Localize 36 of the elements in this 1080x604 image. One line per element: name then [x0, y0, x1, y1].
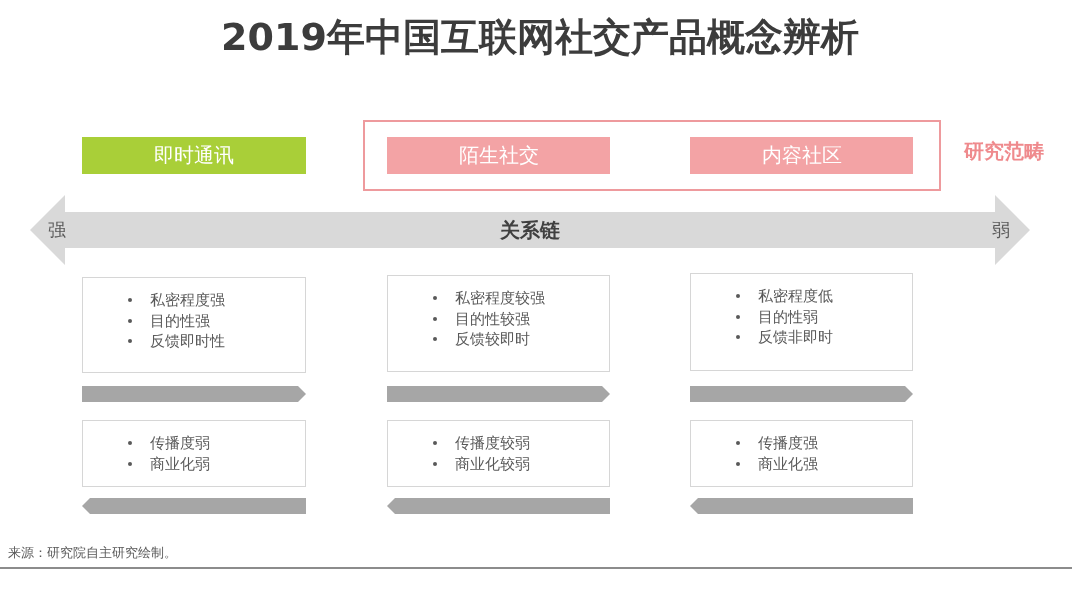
band-label: 强 [48, 218, 66, 242]
bullet-text: 商业化较弱 [455, 453, 530, 474]
bullet-text: 目的性弱 [758, 306, 818, 327]
bullet-text: 私密程度较强 [455, 288, 545, 309]
bullet-text: 私密程度低 [758, 286, 833, 307]
feature-card [690, 420, 913, 487]
category-header: 陌生社交 [387, 137, 610, 174]
bullet-text: 私密程度强 [150, 290, 225, 311]
source-note: 来源：研究院自主研究绘制。 [8, 544, 177, 562]
pointed-bar [82, 498, 306, 514]
bullet-text: 传播度弱 [150, 433, 210, 454]
bullet-text: 反馈较即时 [455, 329, 530, 350]
bullet-text: 反馈非即时 [758, 327, 833, 348]
bullet-text: 目的性强 [150, 310, 210, 331]
bullet-text: 商业化强 [758, 453, 818, 474]
band-label: 弱 [992, 218, 1010, 242]
feature-card [387, 420, 610, 487]
title: 2019年中国互联网社交产品概念辨析 [221, 14, 859, 60]
bullet-text: 目的性较强 [455, 308, 530, 329]
bullet-text: 反馈即时性 [150, 331, 225, 352]
category-header: 内容社区 [690, 137, 913, 174]
bullet-text: 传播度强 [758, 433, 818, 454]
pointed-bar [690, 498, 913, 514]
feature-card [82, 420, 306, 487]
bullet-text: 传播度较弱 [455, 433, 530, 454]
band-label: 关系链 [500, 216, 560, 244]
feature-card [690, 273, 913, 371]
feature-card [82, 277, 306, 373]
category-header: 即时通讯 [82, 137, 306, 174]
pointed-bar [82, 386, 306, 402]
pointed-bar [387, 498, 610, 514]
scope-heading: 研究范畴 [964, 138, 1044, 164]
bullet-text: 商业化弱 [150, 453, 210, 474]
feature-card [387, 275, 610, 372]
pointed-bar [690, 386, 913, 402]
pointed-bar [387, 386, 610, 402]
